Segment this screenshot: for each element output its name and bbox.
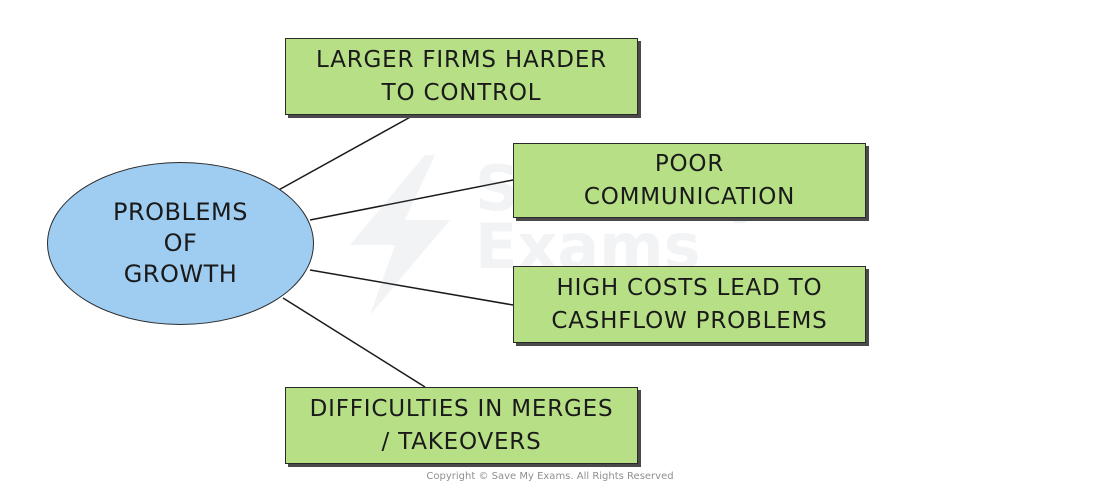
connector-line-1 [274, 114, 415, 193]
branch-box-merges-takeovers: DIFFICULTIES IN MERGES / TAKEOVERS [285, 387, 638, 464]
branch-box-larger-firms: LARGER FIRMS HARDER TO CONTROL [285, 38, 638, 115]
branch-label-merges-takeovers: DIFFICULTIES IN MERGES / TAKEOVERS [309, 395, 614, 455]
center-node-ellipse: PROBLEMS OF GROWTH [47, 162, 314, 325]
branch-label-poor-communication: POOR COMMUNICATION [583, 150, 796, 210]
copyright-text: Copyright © Save My Exams. All Rights Re… [426, 471, 674, 482]
branch-label-larger-firms: LARGER FIRMS HARDER TO CONTROL [316, 46, 607, 106]
center-node-label: PROBLEMS OF GROWTH [113, 198, 248, 288]
branch-box-high-costs: HIGH COSTS LEAD TO CASHFLOW PROBLEMS [513, 266, 866, 343]
connector-line-3 [309, 269, 514, 306]
branch-label-high-costs: HIGH COSTS LEAD TO CASHFLOW PROBLEMS [551, 274, 828, 334]
connector-line-2 [309, 179, 514, 221]
branch-box-poor-communication: POOR COMMUNICATION [513, 143, 866, 218]
connector-line-4 [282, 297, 426, 388]
